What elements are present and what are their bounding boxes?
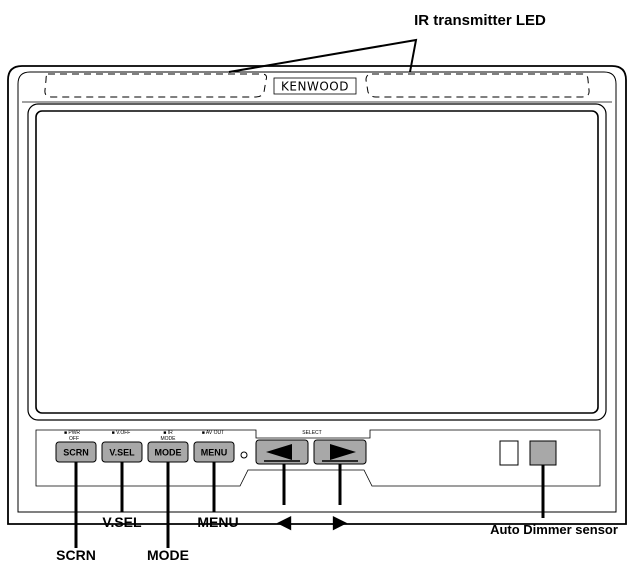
ir-led-window-right (365, 73, 590, 98)
vsel-button-label: V.SEL (109, 448, 135, 458)
callout-menu: MENU (197, 514, 238, 530)
label-pwr-off-line2: OFF (69, 436, 79, 442)
menu-button-label: MENU (201, 448, 228, 458)
leader-ir-led (228, 38, 418, 73)
label-ir-mode-line1: ■ IR (163, 430, 173, 436)
label-v-off: ■ V.OFF (112, 430, 131, 436)
screen-display (35, 110, 599, 414)
brand-logo: KENWOOD (281, 80, 349, 94)
mode-button-label: MODE (155, 448, 182, 458)
callout-scrn: SCRN (56, 547, 96, 562)
label-select: SELECT (302, 430, 321, 436)
logo-frame (273, 77, 357, 95)
scrn-button-label: SCRN (63, 448, 89, 458)
label-pwr-off-line1: ■ PWR (64, 430, 80, 436)
callout-vsel: V.SEL (102, 514, 142, 530)
leader-lines (74, 38, 545, 548)
select-left-arrow-icon (266, 444, 292, 460)
callout-mode: MODE (147, 547, 189, 562)
select-right-arrow-icon (330, 444, 356, 460)
callout-right-arrow: ► (328, 509, 352, 536)
callout-auto-dimmer-sensor: Auto Dimmer sensor (490, 522, 618, 537)
callout-left-arrow: ◄ (272, 509, 296, 536)
dimmer-sensor (529, 440, 557, 466)
remote-sensor-dot (240, 451, 248, 459)
ir-led-window-left (44, 73, 267, 98)
monitor-bezel-inner (17, 71, 617, 513)
label-av-out: ■ AV OUT (202, 430, 224, 436)
dimmer-sensor-housing (499, 440, 519, 466)
callout-ir-transmitter-led: IR transmitter LED (414, 12, 546, 29)
control-panel-frame (35, 429, 601, 487)
label-ir-mode-line2: MODE (161, 436, 177, 442)
